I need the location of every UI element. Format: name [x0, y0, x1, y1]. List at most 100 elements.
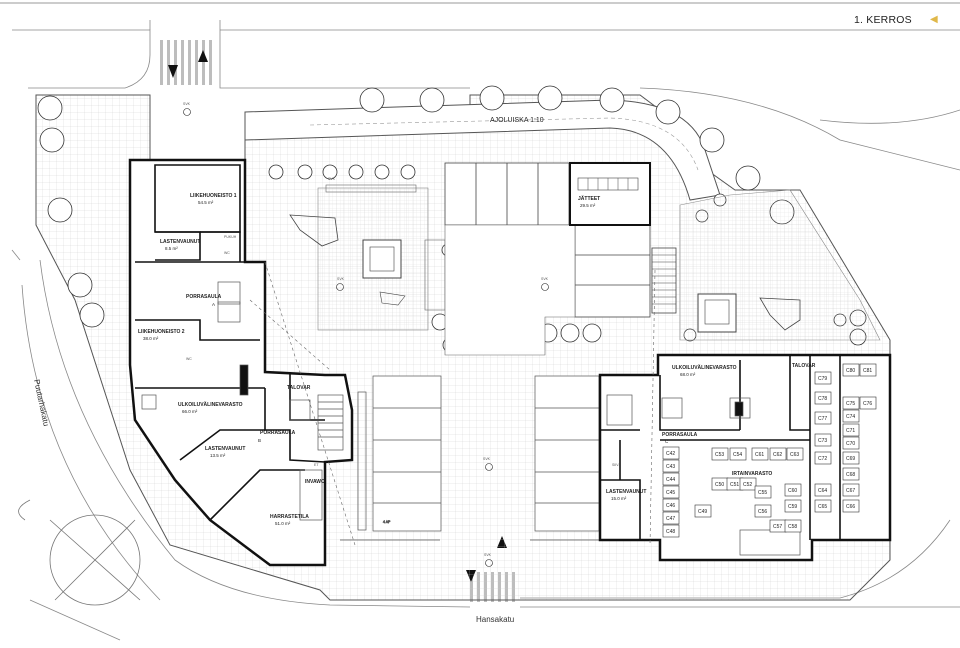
storage-cell-label: C71: [846, 428, 855, 434]
parking-left: 4 AP: [340, 375, 442, 541]
drain-icon: [541, 283, 549, 291]
room-name: JÄTTEET: [578, 195, 600, 202]
storage-cell-label: C72: [818, 456, 827, 462]
room-name: LASTENVAUNUT: [160, 239, 200, 245]
storage-cell-label: C60: [788, 488, 797, 494]
ramp-label: AJOLUISKA 1:10: [490, 117, 544, 124]
storage-cell-label: C70: [846, 441, 855, 447]
room-area: 51.0 m²: [275, 521, 291, 526]
storage-cell: [711, 447, 729, 461]
storage-cell: [769, 447, 787, 461]
storage-cell-label: C52: [743, 482, 752, 488]
storage-cell: [784, 499, 802, 513]
storage-cell-label: C68: [846, 472, 855, 478]
drain-icon: [485, 463, 493, 471]
storage-cell-label: C50: [715, 482, 724, 488]
street-name-west: Puutarhakatu: [32, 379, 51, 427]
room-name: TALOVAR: [792, 363, 816, 369]
storage-cell-label: C61: [755, 452, 764, 458]
svk-label: SVK: [328, 177, 336, 181]
room-area: 38.0 m²: [143, 336, 159, 341]
room-name: SIIV.: [612, 463, 619, 467]
storage-cell: [842, 436, 860, 450]
storage-cell: [662, 524, 680, 538]
storage-cell: [814, 411, 832, 425]
room-name: PORRASAULA: [662, 432, 698, 438]
floor-title: 1. KERROS: [854, 14, 912, 26]
room-area: 8.5 m²: [165, 246, 178, 251]
storage-cell: [814, 451, 832, 465]
drive-ramp: AJOLUISKA 1:10: [244, 99, 721, 201]
room-area: 66.0 m²: [182, 409, 198, 414]
building-left: LIIKEHUONEISTO 1 54.5 m² LASTENVAUNUT 8.…: [128, 158, 354, 567]
room-name: LIIKEHUONEISTO 1: [190, 193, 237, 199]
storage-cell-label: C47: [666, 516, 675, 522]
storage-cell: [784, 483, 802, 497]
room-name: PORRASAULA: [186, 294, 222, 300]
room-area: 29.5 m²: [580, 203, 596, 208]
storage-cell-label: C78: [818, 396, 827, 402]
storage-cell-label: C51: [730, 482, 739, 488]
storage-cell-label: C49: [698, 509, 707, 515]
storage-cell: [729, 447, 747, 461]
storage-cell-label: C77: [818, 416, 827, 422]
storage-cell-label: C75: [846, 401, 855, 407]
et-label: ET: [314, 463, 319, 467]
storage-cell: [842, 467, 860, 481]
guide-lines: [249, 261, 656, 546]
drain-icon: [336, 283, 344, 291]
room-name: PORRASAULA: [260, 430, 296, 436]
storage-cell: [694, 504, 712, 518]
storage-cell: [842, 423, 860, 437]
room-name: TALOVAR: [287, 385, 311, 391]
storage-cell-label: C65: [818, 504, 827, 510]
courtyard-right: [651, 189, 881, 341]
storage-cell: [662, 498, 680, 512]
storage-cell: [814, 483, 832, 497]
street-name-south: Hansakatu: [476, 615, 514, 624]
room-name: LIIKEHUONEISTO 2: [138, 329, 185, 335]
storage-cell: [739, 477, 757, 491]
storage-cell: [814, 499, 832, 513]
room-area: B: [258, 438, 261, 443]
storage-cell-label: C64: [818, 488, 827, 494]
storage-cell: [662, 446, 680, 460]
storage-cell-label: C73: [818, 438, 827, 444]
room-name: ULKOILUVÄLINEVARASTO: [178, 401, 243, 408]
parking-count-label: 4 AP: [383, 520, 391, 524]
storage-cell-label: C66: [846, 504, 855, 510]
storage-cell-label: C44: [666, 477, 675, 483]
storage-cell-label: C48: [666, 529, 675, 535]
entry-arrow-down-icon: [168, 65, 178, 78]
parking-right: [530, 375, 640, 541]
svk-label: SVK: [483, 457, 491, 461]
storage-cell: [842, 483, 860, 497]
room-area: 13.5 m²: [210, 453, 226, 458]
storage-cell-label: C54: [733, 452, 742, 458]
storage-cell: [786, 447, 804, 461]
floor-marker-icon[interactable]: ◀: [930, 14, 938, 25]
room-area: 68.0 m²: [680, 372, 696, 377]
storage-cell: [751, 447, 769, 461]
storage-cell-label: C63: [790, 452, 799, 458]
room-name: LASTENVAUNUT: [606, 489, 646, 495]
svk-label: SVK: [541, 277, 549, 281]
svk-label: SVK: [183, 102, 191, 106]
storage-cell: [842, 499, 860, 513]
storage-cell: [814, 433, 832, 447]
storage-cell: [842, 451, 860, 465]
storage-cell: [662, 472, 680, 486]
svk-label: SVK: [484, 553, 492, 557]
room-area: A: [212, 302, 215, 307]
parking-deck-top: [444, 162, 651, 356]
storage-cell: [842, 396, 860, 410]
storage-cell-label: C55: [758, 490, 767, 496]
room-area: 15.0 m²: [611, 496, 627, 501]
storage-cell: [784, 519, 802, 533]
storage-cell-label: C58: [788, 524, 797, 530]
wc-label: WC: [224, 251, 230, 255]
storage-cell-label: C46: [666, 503, 675, 509]
svk-label: SVK: [337, 277, 345, 281]
storage-cell-label: C43: [666, 464, 675, 470]
